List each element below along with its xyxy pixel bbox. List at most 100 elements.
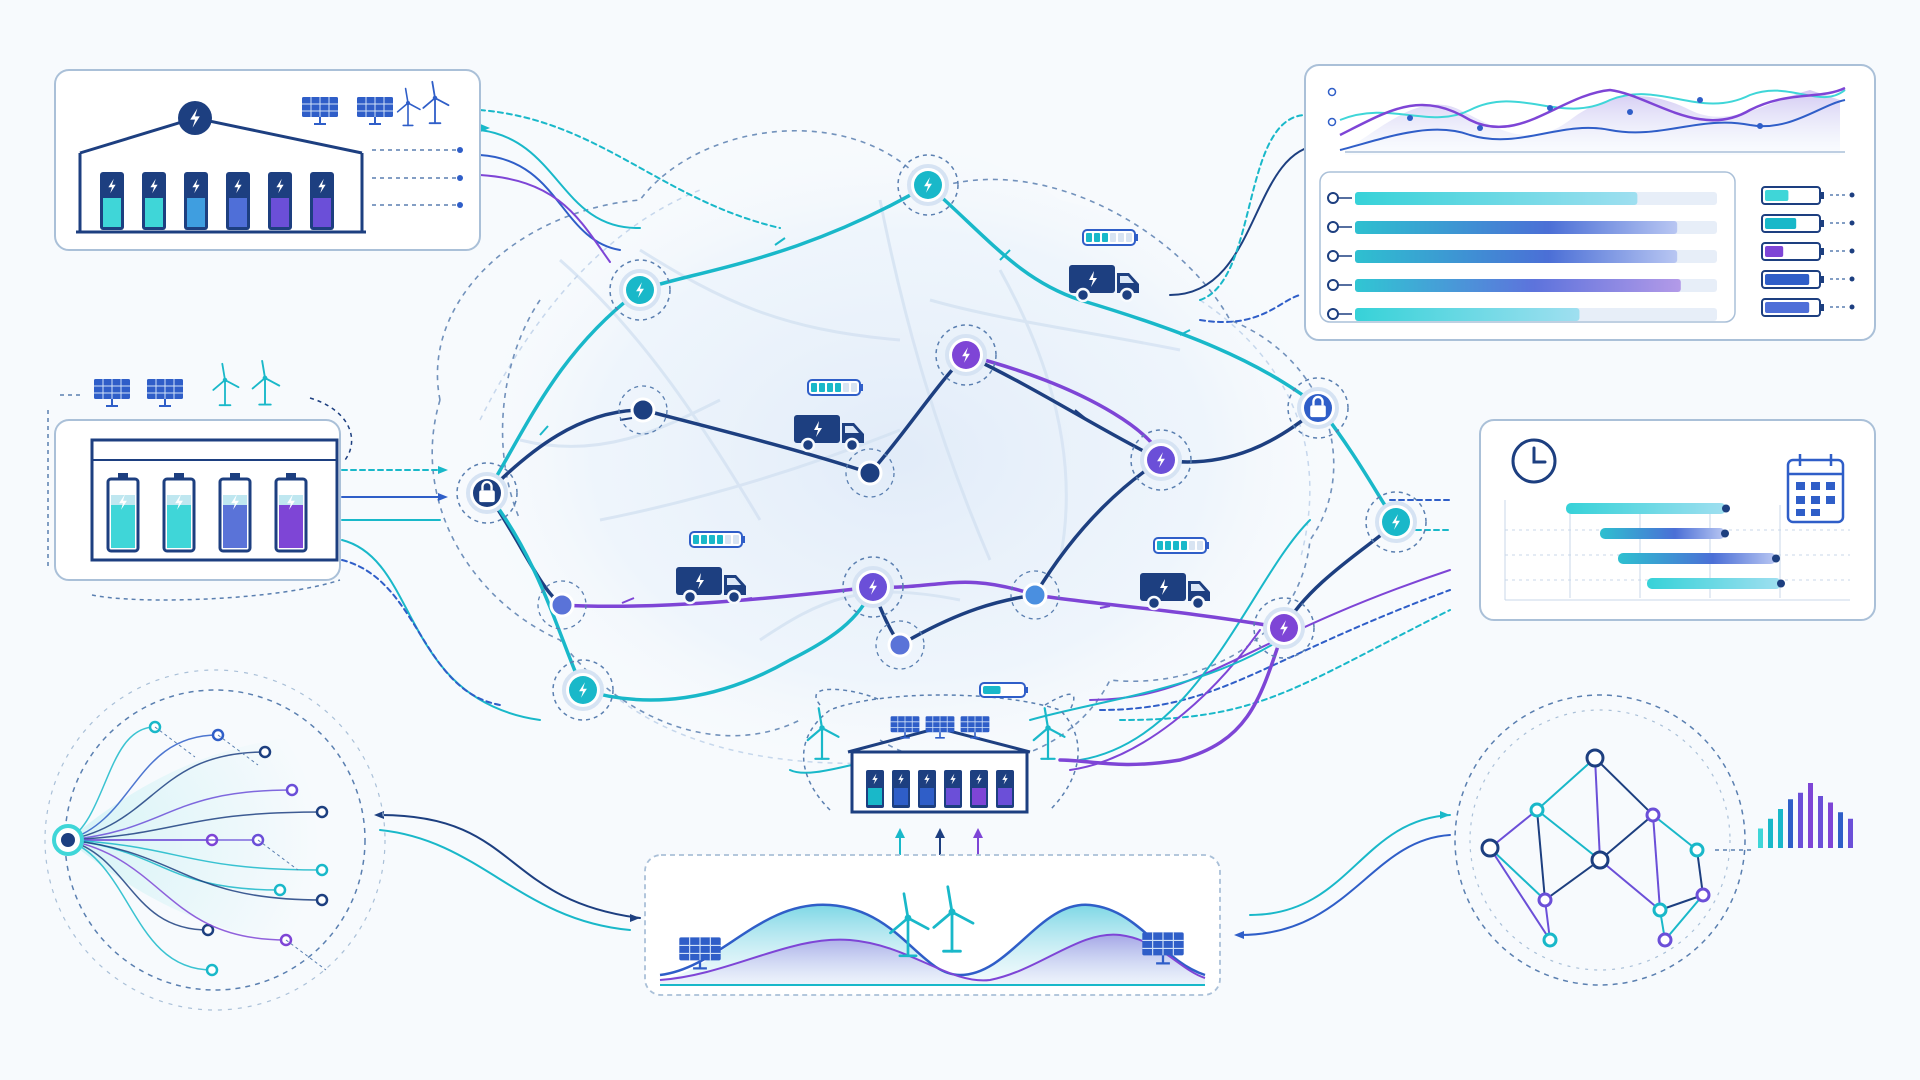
network-hub-node — [552, 659, 614, 721]
electric-truck-icon — [1138, 537, 1212, 611]
electric-truck-icon — [792, 379, 866, 453]
fanout-endpoint-node — [273, 883, 287, 897]
hub-battery-icon — [979, 682, 1028, 698]
fanout-endpoint-node — [285, 783, 299, 797]
battery-icon — [1761, 214, 1855, 233]
storage-battery-icon — [274, 473, 308, 553]
sparkline-bar — [1778, 809, 1783, 848]
hub-charging-unit — [866, 770, 884, 808]
charging-station-badge — [178, 101, 212, 135]
sparkline-bar — [1808, 783, 1813, 848]
hub-charging-unit — [996, 770, 1014, 808]
network-junction-node — [875, 620, 925, 670]
battery-icon — [1761, 186, 1855, 205]
sparkline-bar — [1828, 802, 1833, 848]
sparkline-bar — [1798, 792, 1803, 848]
network-hub-node — [935, 324, 997, 386]
progress-bar — [1327, 192, 1717, 205]
hub-charging-unit — [970, 770, 988, 808]
hub-charging-unit — [944, 770, 962, 808]
sparkline-bar — [1758, 828, 1763, 848]
route-arrows — [539, 237, 1191, 609]
network-junction-node — [845, 448, 895, 498]
sparkline-bar — [1838, 812, 1843, 848]
battery-level-list — [1761, 186, 1855, 317]
mesh-node — [1542, 932, 1558, 948]
sparkline-bar — [1768, 818, 1773, 848]
hub-charging-unit — [918, 770, 936, 808]
hub-chargers — [866, 770, 1014, 808]
mesh-node — [1652, 902, 1668, 918]
sparkline-bar — [1818, 796, 1823, 848]
charging-unit — [184, 172, 208, 230]
charging-unit — [310, 172, 334, 230]
network-hub-node — [1365, 491, 1427, 553]
wave-chart — [1327, 86, 1846, 155]
network-hub-node — [842, 556, 904, 618]
schedule-bar — [1566, 503, 1730, 514]
distribution-fanout-diagram — [44, 669, 386, 1011]
truck-battery-icon — [807, 379, 863, 396]
fanout-endpoint-node — [258, 745, 272, 759]
schedule-bars — [1566, 503, 1785, 589]
mesh-node — [1695, 887, 1711, 903]
scheduling-panel — [1479, 419, 1876, 621]
charging-unit — [226, 172, 250, 230]
mesh-node — [1480, 838, 1500, 858]
electric-truck-icon — [674, 531, 748, 605]
schedule-bar — [1647, 578, 1785, 589]
network-junction-node — [537, 580, 587, 630]
sparkline-bar — [1788, 799, 1793, 848]
mesh-node — [1590, 850, 1610, 870]
mesh-network-diagram — [1454, 694, 1853, 986]
delivery-trucks — [674, 229, 1212, 611]
charging-unit — [142, 172, 166, 230]
network-hub-node — [897, 154, 959, 216]
hub-solar-panel-icon — [889, 715, 991, 739]
network-hub-node — [1287, 377, 1349, 439]
progress-bar — [1327, 221, 1717, 234]
storage-wind-turbine-icon — [212, 359, 281, 407]
progress-bar — [1327, 308, 1717, 321]
region-boundaries — [431, 129, 1335, 766]
mesh-node — [1657, 932, 1673, 948]
renewable-generation-panel — [644, 854, 1221, 996]
charging-unit — [268, 172, 292, 230]
fanout-endpoint-node — [205, 963, 219, 977]
storage-solar-panel-icon — [93, 378, 184, 407]
truck-battery-icon — [1153, 537, 1209, 554]
fanout-source-node — [52, 824, 84, 856]
fanout-endpoint-node — [315, 893, 329, 907]
mesh-node — [1537, 892, 1553, 908]
storage-batteries — [106, 473, 308, 553]
battery-icon — [1761, 270, 1855, 289]
sparkline-bars — [1758, 783, 1853, 848]
electric-truck-icon — [1067, 229, 1141, 303]
network-junction-node — [618, 385, 668, 435]
network-junction-node — [1010, 570, 1060, 620]
central-charging-hub — [803, 682, 1079, 814]
clock-icon — [1511, 438, 1557, 484]
battery-storage-panel — [47, 359, 353, 601]
depot-chargers — [100, 172, 334, 230]
charging-depot-panel — [54, 69, 481, 251]
storage-battery-icon — [106, 473, 140, 553]
fanout-endpoint-node — [315, 805, 329, 819]
network-hub-node — [456, 462, 518, 524]
truck-battery-icon — [1082, 229, 1138, 246]
schedule-bar — [1618, 553, 1780, 564]
hub-charging-unit — [892, 770, 910, 808]
mesh-node — [1645, 807, 1661, 823]
storage-battery-icon — [218, 473, 252, 553]
battery-icon — [1761, 242, 1855, 261]
battery-icon — [1761, 298, 1855, 317]
storage-battery-icon — [162, 473, 196, 553]
charging-unit — [100, 172, 124, 230]
progress-bar — [1327, 279, 1717, 292]
progress-bar — [1327, 250, 1717, 263]
fanout-endpoint-node — [315, 863, 329, 877]
network-nodes — [456, 154, 1427, 721]
progress-bar-list — [1327, 192, 1717, 321]
mesh-node — [1529, 802, 1545, 818]
